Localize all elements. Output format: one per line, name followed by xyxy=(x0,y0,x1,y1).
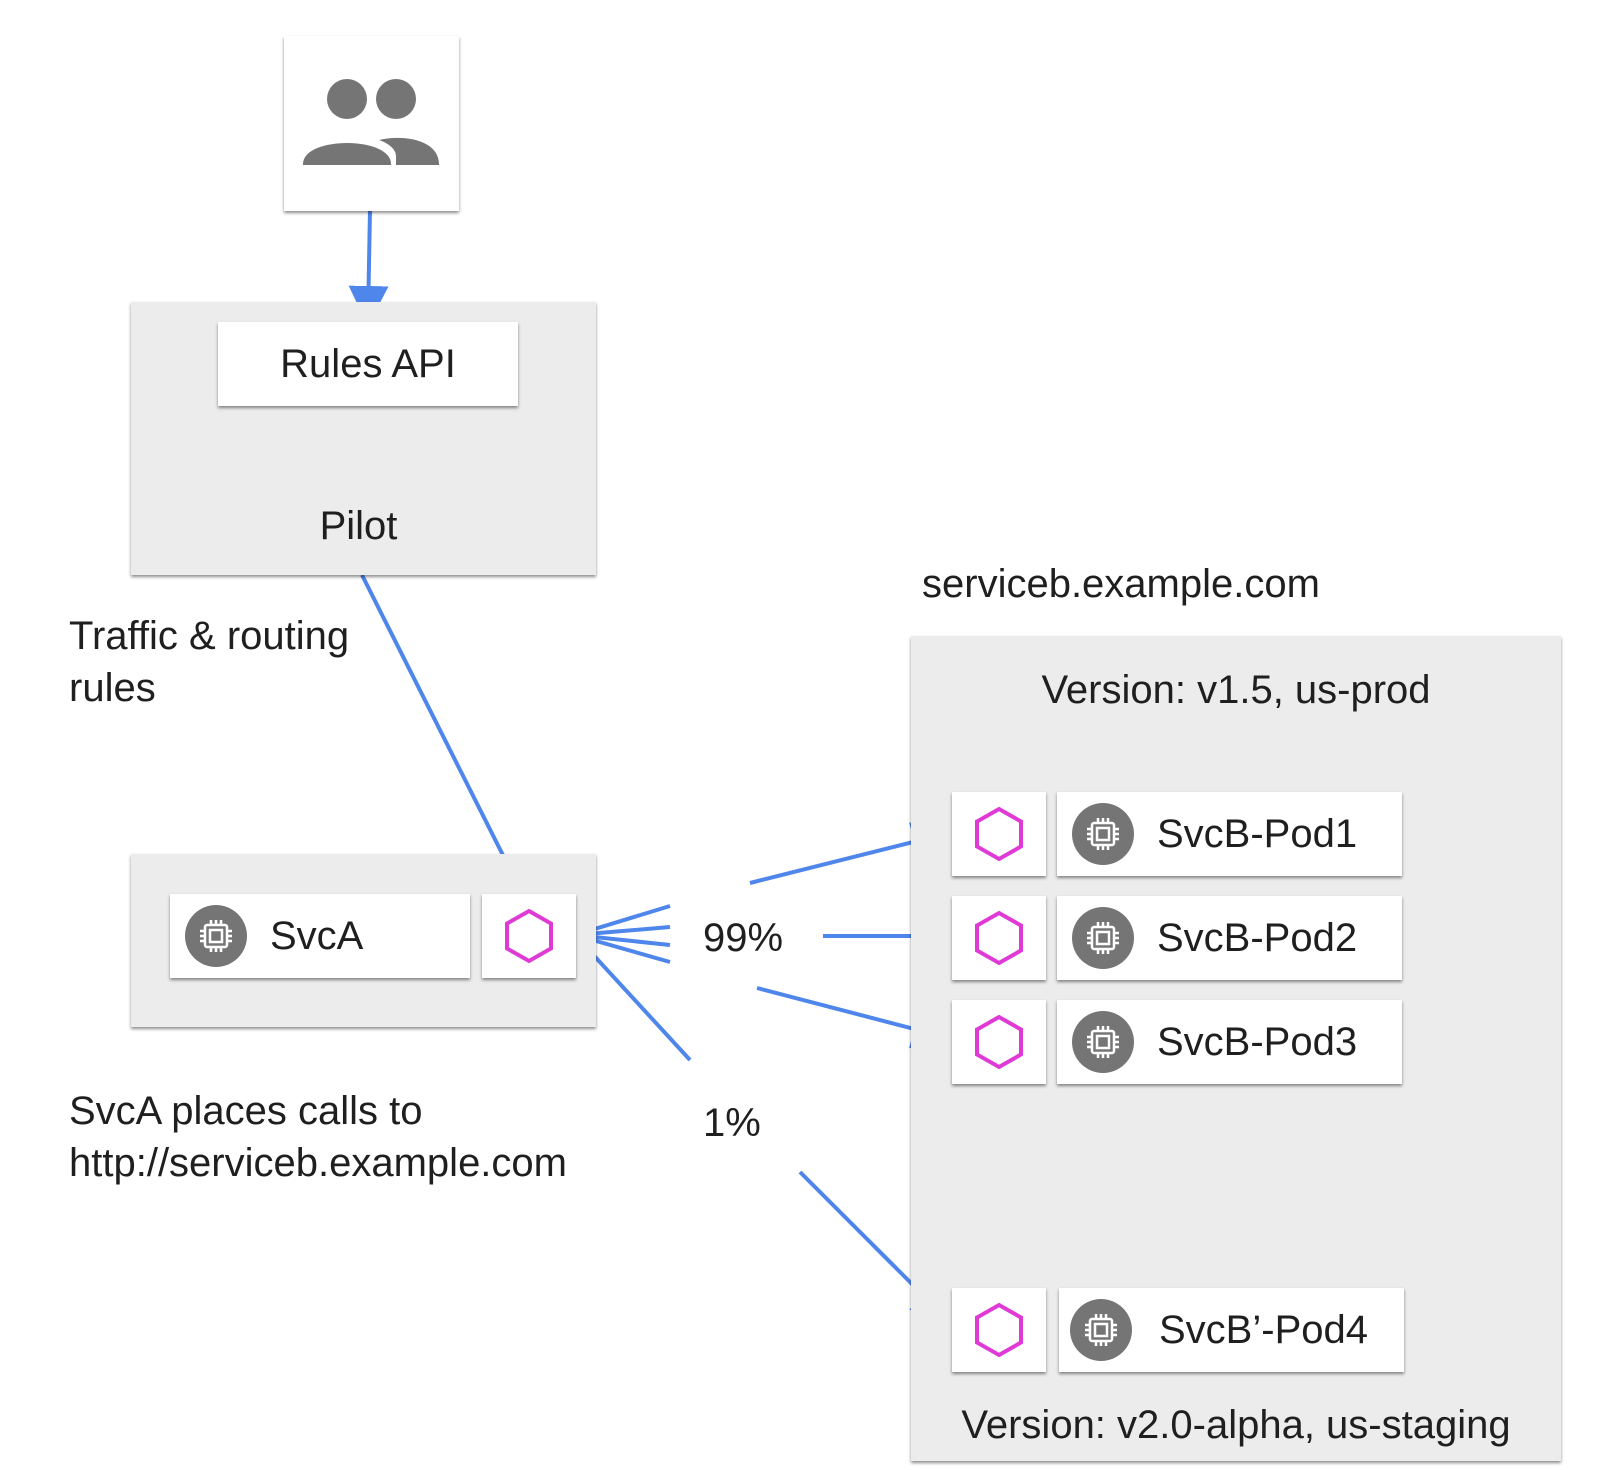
traffic-rules-line1: Traffic & routing xyxy=(69,614,350,658)
chip-icon xyxy=(1072,1011,1134,1073)
chip-icon xyxy=(1070,1299,1132,1361)
proxy-hex-icon xyxy=(975,1014,1023,1070)
pod4-proxy-box xyxy=(952,1288,1046,1372)
svca-box: SvcA xyxy=(170,894,470,978)
pod4-box: SvcB’-Pod4 xyxy=(1059,1288,1404,1372)
svca-label: SvcA xyxy=(270,914,364,958)
chip-icon xyxy=(185,905,247,967)
pod3-label: SvcB-Pod3 xyxy=(1157,1020,1358,1064)
pod2-label: SvcB-Pod2 xyxy=(1157,916,1358,960)
users-to-rules-arrow xyxy=(348,209,389,326)
traffic-rules-line2: rules xyxy=(69,666,156,710)
rules-api-box: Rules API xyxy=(218,322,518,406)
pod1-proxy-box xyxy=(952,792,1046,876)
pod3-box: SvcB-Pod3 xyxy=(1057,1000,1402,1084)
pct-main-label: 99% xyxy=(703,916,784,960)
people-icon xyxy=(303,79,439,165)
pod3-proxy-box xyxy=(952,1000,1046,1084)
pilot-label: Pilot xyxy=(319,504,398,548)
pod4-label: SvcB’-Pod4 xyxy=(1159,1308,1368,1352)
chip-icon xyxy=(1072,803,1134,865)
pod2-proxy-box xyxy=(952,896,1046,980)
pod2-box: SvcB-Pod2 xyxy=(1057,896,1402,980)
pod1-label: SvcB-Pod1 xyxy=(1157,812,1358,856)
svca-note-line1: SvcA places calls to xyxy=(69,1089,423,1133)
proxy-hex-icon xyxy=(975,1302,1023,1358)
version-prod-label: Version: v1.5, us-prod xyxy=(1041,668,1431,712)
proxy-hex-icon xyxy=(975,806,1023,862)
proxy-hex-icon xyxy=(505,908,553,964)
users-card xyxy=(284,36,459,211)
svca-proxy-box xyxy=(482,894,576,978)
pod1-box: SvcB-Pod1 xyxy=(1057,792,1402,876)
proxy-hex-icon xyxy=(975,910,1023,966)
pct-canary-label: 1% xyxy=(703,1101,761,1145)
rules-api-label: Rules API xyxy=(280,342,456,386)
svca-note-line2: http://serviceb.example.com xyxy=(69,1141,567,1185)
version-staging-label: Version: v2.0-alpha, us-staging xyxy=(961,1403,1511,1447)
chip-icon xyxy=(1072,907,1134,969)
serviceb-host-label: serviceb.example.com xyxy=(922,562,1320,606)
pilot-to-proxy-arrow xyxy=(360,574,532,913)
